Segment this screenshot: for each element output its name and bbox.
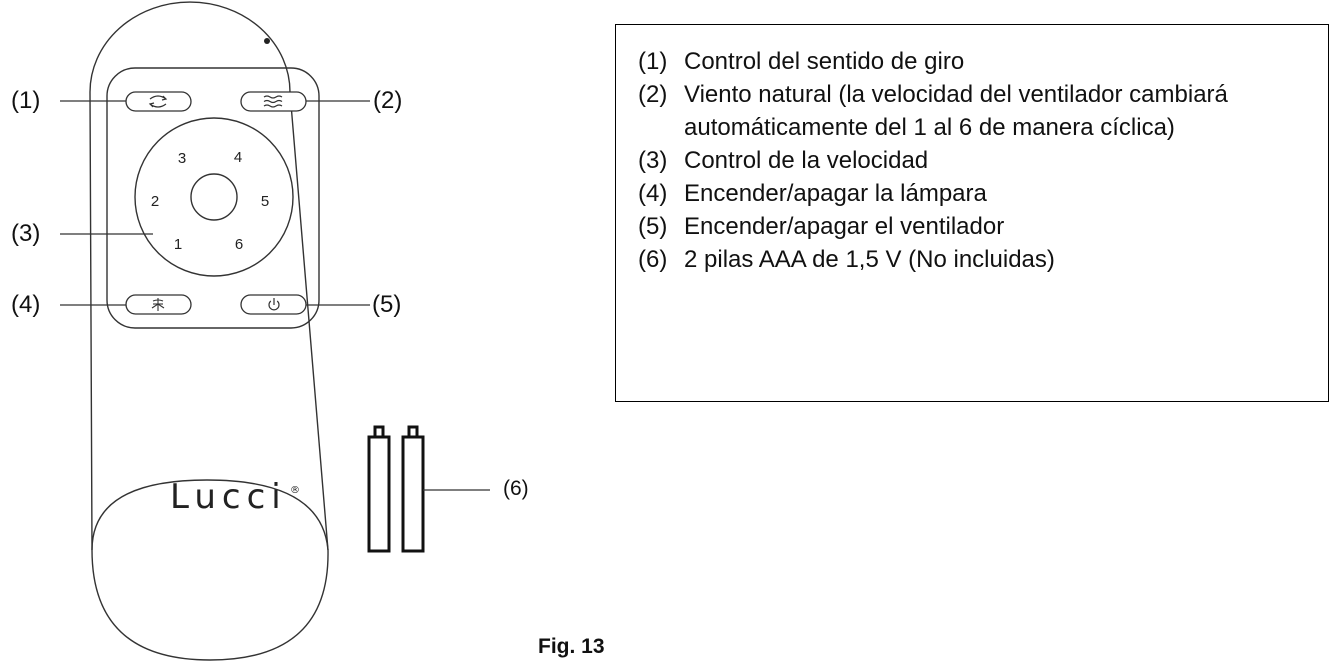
leader-lines bbox=[60, 100, 490, 491]
callout-5: (5) bbox=[372, 291, 402, 318]
speed-5[interactable]: 5 bbox=[261, 193, 269, 210]
legend-item-text: 2 pilas AAA de 1,5 V (No incluidas) bbox=[684, 246, 1055, 273]
power-button[interactable] bbox=[240, 294, 307, 315]
lamp-icon bbox=[151, 298, 165, 311]
legend-item-number: (1) bbox=[638, 48, 668, 75]
legend-item-number: (5) bbox=[638, 213, 668, 240]
brand-logo: Lucci ® bbox=[170, 477, 300, 517]
callout-1: (1) bbox=[11, 87, 41, 114]
speed-1[interactable]: 1 bbox=[174, 236, 182, 253]
logo-text: Lucci bbox=[170, 477, 287, 517]
legend-item-number: (6) bbox=[638, 246, 668, 273]
indicator-led bbox=[264, 38, 270, 44]
control-panel bbox=[106, 67, 320, 329]
battery-icon bbox=[367, 425, 391, 553]
power-icon bbox=[268, 298, 280, 311]
legend-item-text: Encender/apagar el ventilador bbox=[684, 213, 1005, 240]
battery-icon bbox=[401, 425, 425, 553]
callout-4: (4) bbox=[11, 291, 41, 318]
logo-registered-mark: ® bbox=[290, 485, 300, 496]
reverse-button[interactable] bbox=[125, 91, 192, 112]
speed-6[interactable]: 6 bbox=[235, 236, 243, 253]
remote-body-outline bbox=[89, 1, 329, 661]
legend-item: (2) Viento natural (la velocidad del ven… bbox=[638, 78, 1318, 144]
callout-2: (2) bbox=[373, 87, 403, 114]
speed-2[interactable]: 2 bbox=[151, 193, 159, 210]
legend-item-text: Control de la velocidad bbox=[684, 147, 929, 174]
natural-wind-button[interactable] bbox=[240, 91, 307, 112]
figure-caption: Fig. 13 bbox=[538, 635, 605, 658]
legend-item: (1) Control del sentido de giro bbox=[638, 45, 1318, 78]
legend-item: (6) 2 pilas AAA de 1,5 V (No incluidas) bbox=[638, 243, 1318, 276]
legend-item: (3) Control de la velocidad bbox=[638, 144, 1318, 177]
callout-6: (6) bbox=[503, 477, 529, 500]
legend-item: (4) Encender/apagar la lámpara bbox=[638, 177, 1318, 210]
legend-item-text: Viento natural (la velocidad del ventila… bbox=[684, 81, 1228, 141]
speed-dial[interactable]: 1 2 3 4 5 6 bbox=[134, 117, 294, 277]
wind-waves-icon bbox=[263, 95, 283, 108]
legend-item-text: Control del sentido de giro bbox=[684, 48, 965, 75]
legend-item: (5) Encender/apagar el ventilador bbox=[638, 210, 1318, 243]
legend-item-number: (4) bbox=[638, 180, 668, 207]
batteries-illustration bbox=[367, 425, 425, 553]
speed-dial-center-button[interactable] bbox=[190, 173, 238, 221]
speed-3[interactable]: 3 bbox=[178, 150, 186, 167]
legend-item-text: Encender/apagar la lámpara bbox=[684, 180, 987, 207]
reverse-rotation-icon bbox=[148, 95, 168, 108]
legend-list: (1) Control del sentido de giro (2) Vien… bbox=[638, 45, 1318, 276]
legend-item-number: (3) bbox=[638, 147, 668, 174]
speed-4[interactable]: 4 bbox=[234, 149, 242, 166]
legend-box: (1) Control del sentido de giro (2) Vien… bbox=[615, 24, 1329, 402]
remote-body-curve bbox=[91, 479, 329, 551]
callout-3: (3) bbox=[11, 220, 41, 247]
lamp-button[interactable] bbox=[125, 294, 192, 315]
legend-item-number: (2) bbox=[638, 81, 668, 108]
